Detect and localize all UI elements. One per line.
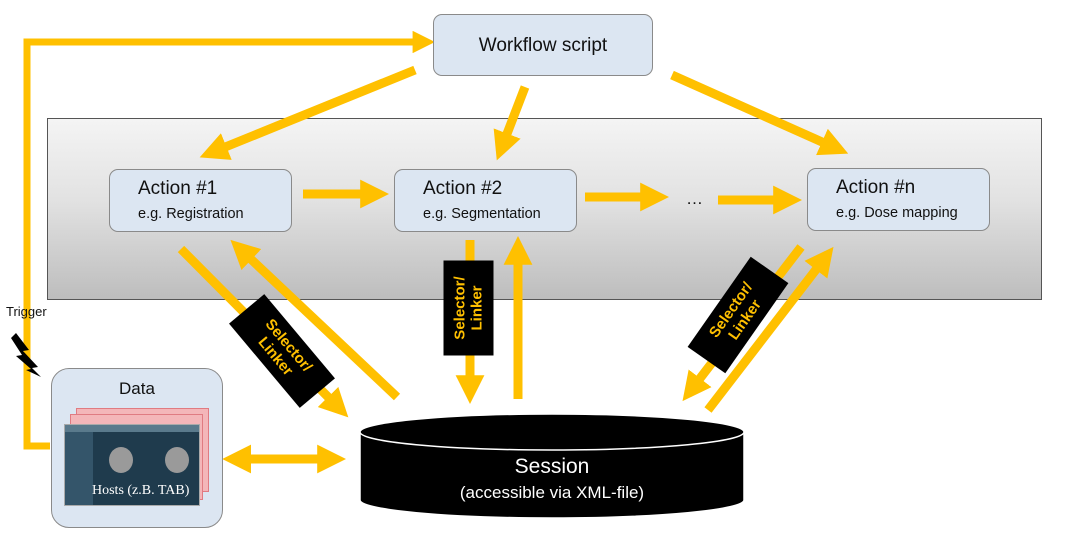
action-2-box: Action #2 e.g. Segmentation: [394, 169, 577, 232]
session-subtitle: (accessible via XML-file): [459, 483, 645, 502]
data-title: Data: [119, 379, 155, 398]
workflow-script-box: Workflow script: [433, 14, 653, 76]
action-2-subtitle: e.g. Segmentation: [423, 206, 541, 222]
ct-slice-1: [109, 447, 133, 473]
action-n-subtitle: e.g. Dose mapping: [836, 205, 958, 221]
linker-line: Linker: [468, 285, 486, 331]
action-n-title: Action #n: [836, 177, 916, 198]
action-2-title: Action #2: [423, 178, 503, 199]
selector-line: Selector/: [451, 276, 469, 340]
ellipsis: …: [686, 189, 703, 208]
action-n-box: Action #n e.g. Dose mapping: [807, 168, 990, 231]
screenshot-sidebar: [65, 432, 93, 505]
selector-linker-label-2: Selector/Linker: [443, 260, 494, 356]
workflow-to-actionn-arrow: [670, 70, 849, 156]
trigger-loop-arrow: [23, 30, 435, 450]
workflow-to-action2-arrow: [493, 85, 530, 161]
action-1-box: Action #1 e.g. Registration: [109, 169, 292, 232]
trigger-label: Trigger: [6, 304, 47, 319]
session-to-action1-arrow: [230, 239, 401, 401]
ct-slice-2: [165, 447, 189, 473]
lightning-icon: [11, 333, 41, 377]
workflow-to-action1-arrow: [199, 65, 417, 160]
action-1-subtitle: e.g. Registration: [138, 206, 244, 222]
hosts-label: Hosts (z.B. TAB): [92, 483, 190, 498]
session-cylinder: [359, 413, 745, 519]
screenshot-toolbar: [65, 425, 199, 432]
action-1-title: Action #1: [138, 178, 218, 199]
session-title: Session: [514, 455, 590, 478]
host-screenshot: [64, 424, 200, 506]
session-to-actionn-arrow: [704, 246, 834, 413]
workflow-script-title: Workflow script: [478, 35, 608, 56]
